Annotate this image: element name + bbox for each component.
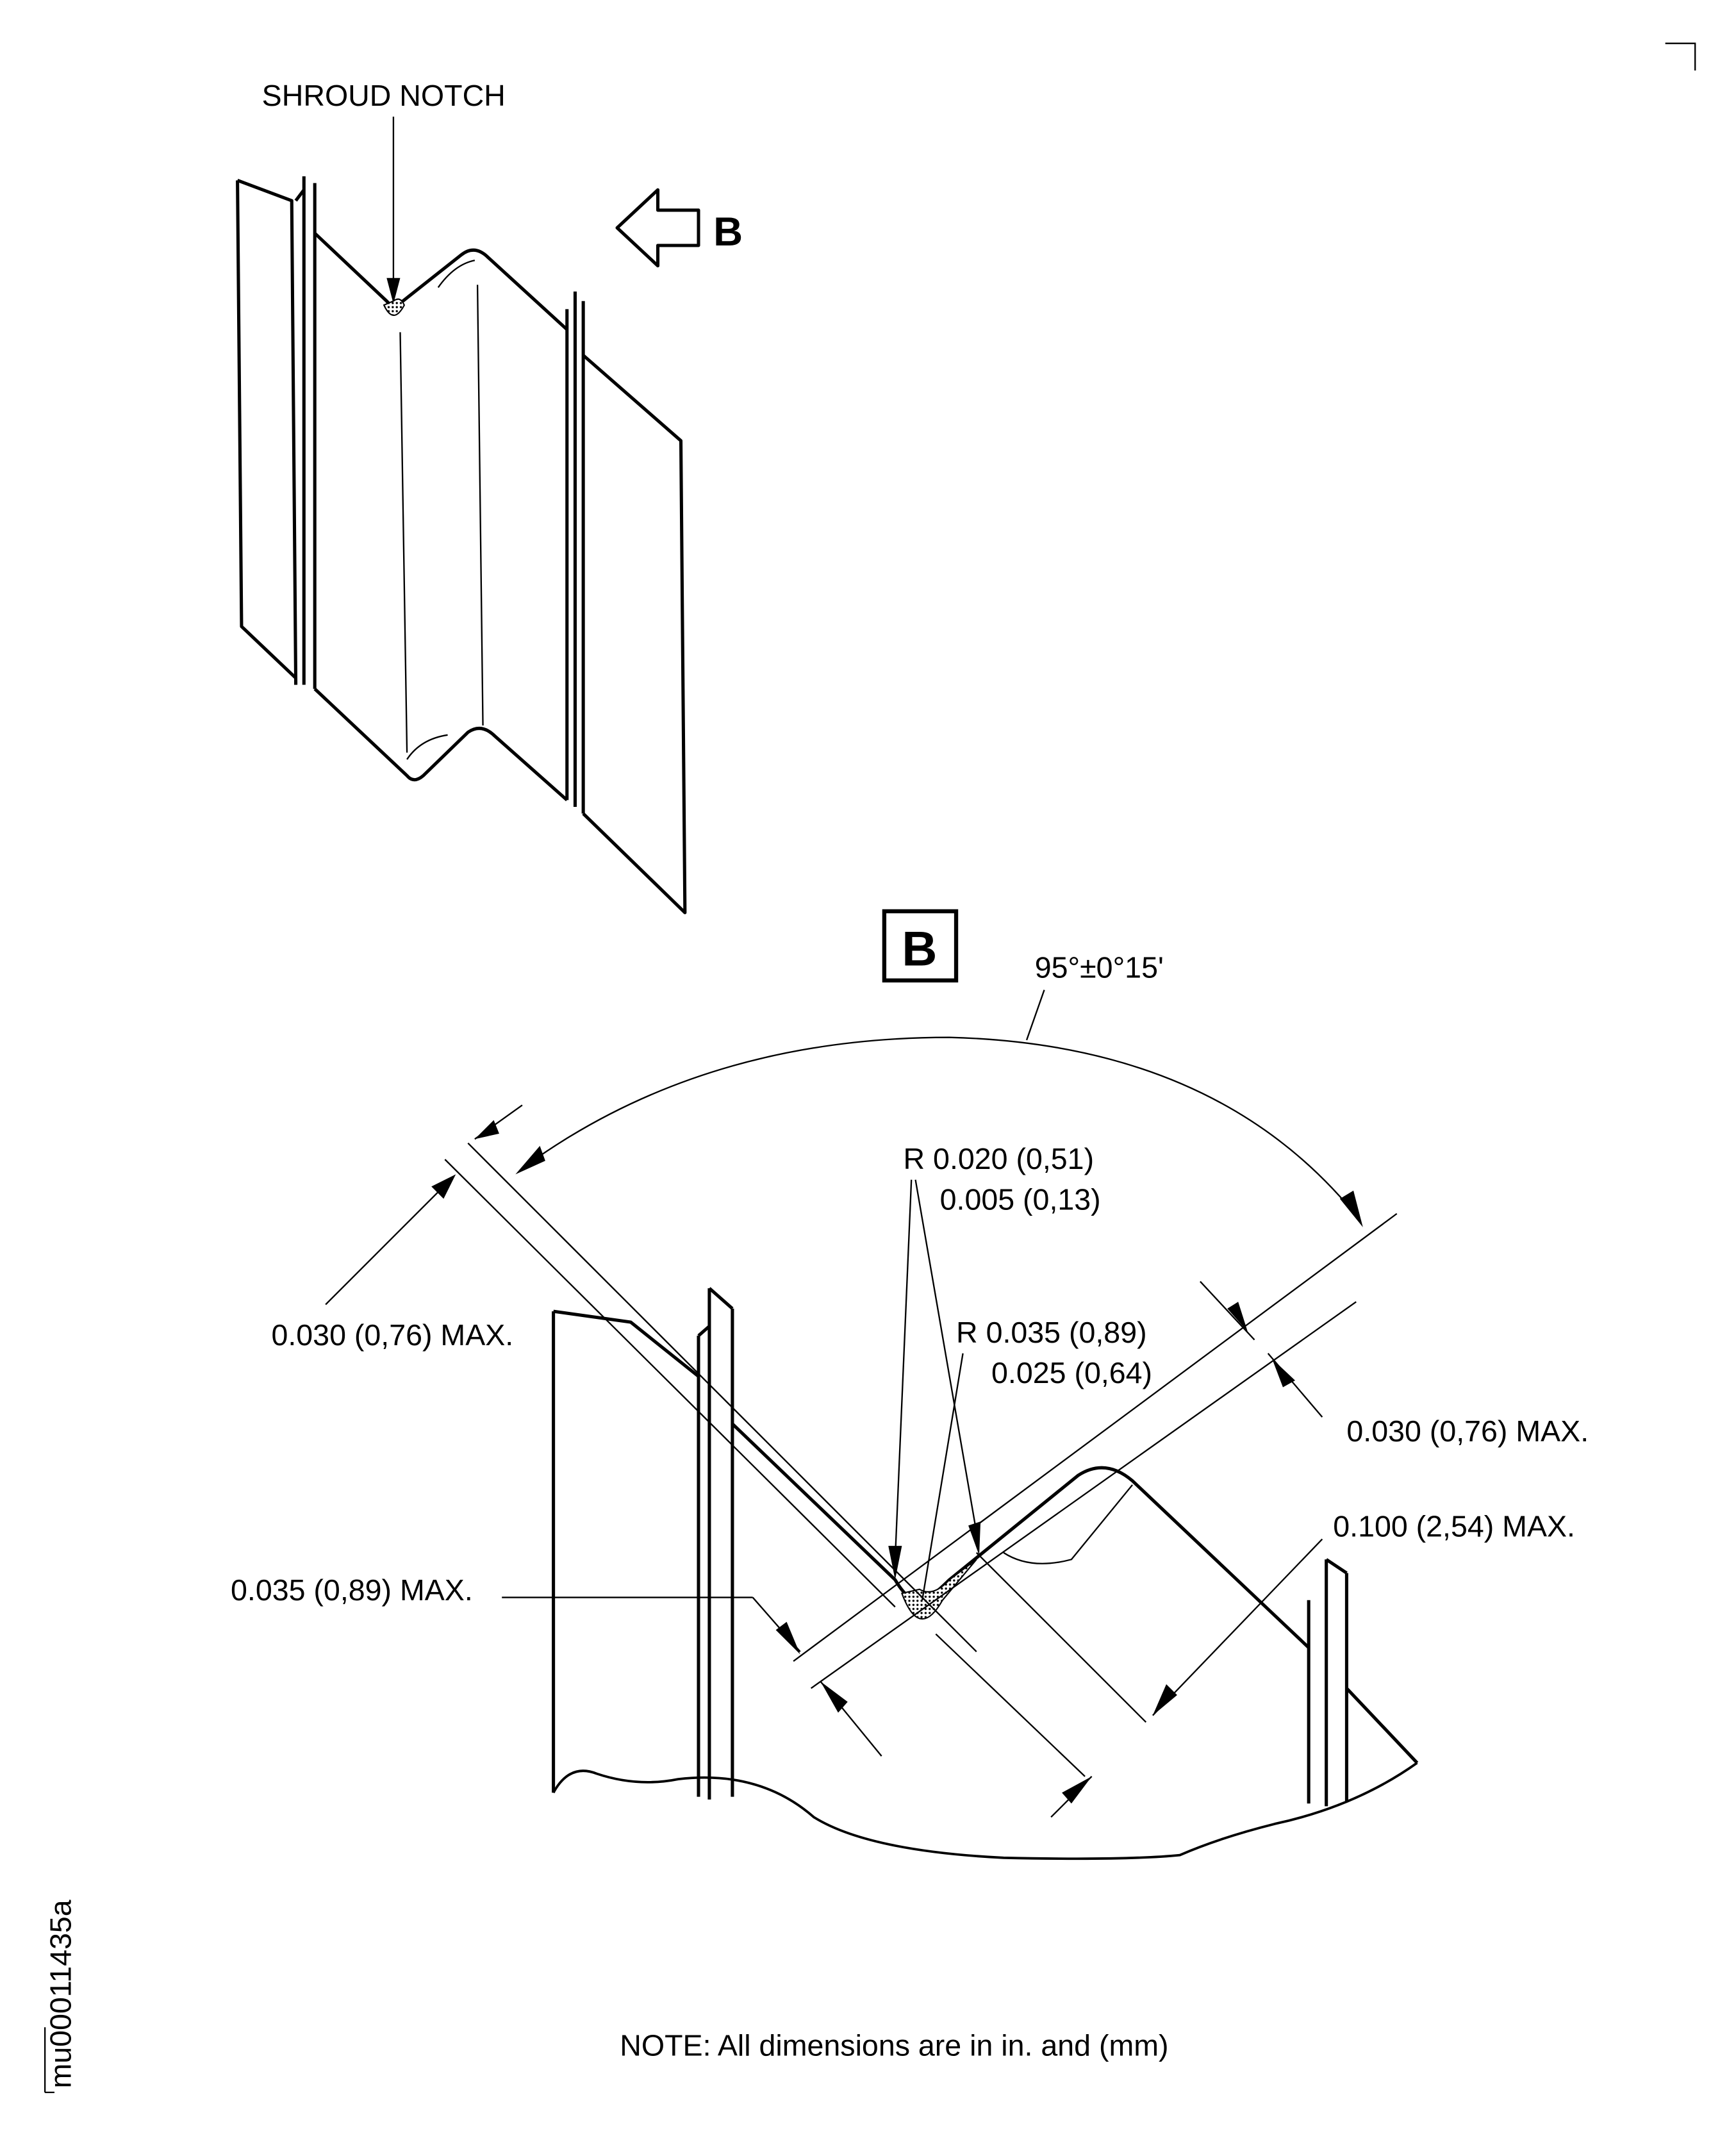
- angle-dimension: 95°±0°15': [1035, 951, 1164, 984]
- radius-1-min: 0.005 (0,13): [940, 1182, 1101, 1216]
- radius-2-min: 0.025 (0,64): [991, 1356, 1152, 1389]
- corner-crop-mark: [1665, 42, 1696, 71]
- dimension-note: NOTE: All dimensions are in in. and (mm): [620, 2029, 1168, 2062]
- detail-label: B: [902, 922, 937, 977]
- view-arrow-icon: [615, 188, 700, 268]
- figure-id: mu00011435a: [44, 1900, 77, 2088]
- radius-2-max: R 0.035 (0,89): [956, 1316, 1147, 1349]
- detail-label-box: [882, 909, 959, 982]
- dim-notch: 0.035 (0,89) MAX.: [231, 1573, 473, 1607]
- dim-depth: 0.100 (2,54) MAX.: [1333, 1509, 1575, 1543]
- shroud-notch-label: SHROUD NOTCH: [262, 79, 506, 112]
- view-arrow-label: B: [713, 210, 743, 254]
- detail-b-view: B 95°±0°15' 0.030 (0,76) MAX. R 0.020 (0…: [231, 909, 1589, 1860]
- upper-shroud-view: SHROUD NOTCH B: [236, 79, 743, 915]
- dim-right-offset: 0.030 (0,76) MAX.: [1346, 1414, 1589, 1448]
- radius-1-max: R 0.020 (0,51): [904, 1142, 1095, 1175]
- leader-arrowhead-icon: [386, 278, 401, 304]
- dim-left-offset: 0.030 (0,76) MAX.: [271, 1318, 513, 1352]
